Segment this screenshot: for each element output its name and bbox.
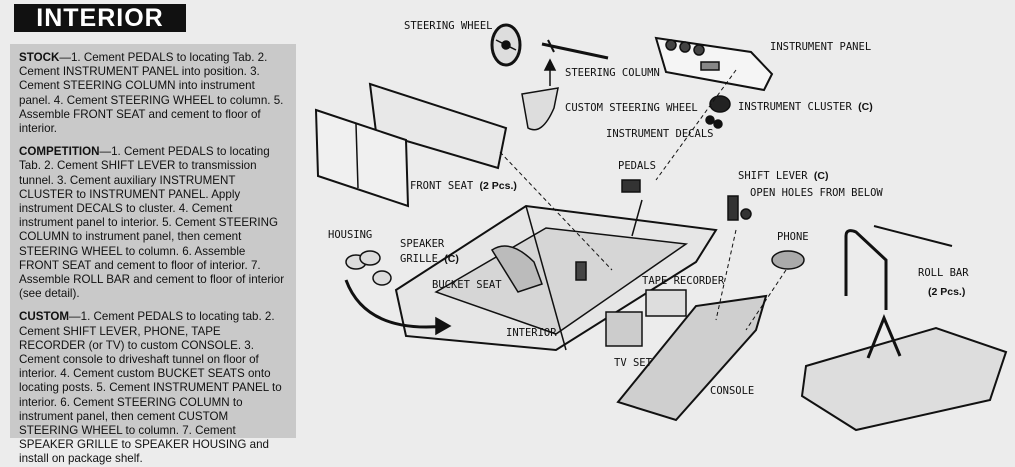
- label-pedals: PEDALS: [618, 160, 656, 172]
- diagram-drawing: [314, 23, 1008, 432]
- phone-part: [771, 250, 805, 270]
- stock-instructions: STOCK—1. Cement PEDALS to locating Tab. …: [19, 51, 288, 136]
- pedals-part: [621, 179, 641, 193]
- stock-heading: STOCK: [19, 51, 60, 64]
- shift-lever-code: (C): [813, 170, 829, 182]
- label-interior: INTERIOR: [506, 327, 557, 339]
- label-roll-bar-count: (2 Pcs.): [928, 286, 965, 298]
- shift-lever-text: SHIFT LEVER: [738, 170, 808, 182]
- steering-wheel-part: [490, 23, 522, 67]
- label-custom-steering-wheel: CUSTOM STEERING WHEEL: [565, 102, 698, 114]
- label-tv-set: TV SET: [614, 357, 652, 369]
- label-tape-recorder: TAPE RECORDER: [642, 275, 725, 287]
- label-steering-column: STEERING COLUMN: [565, 67, 660, 79]
- label-open-holes: OPEN HOLES FROM BELOW: [750, 187, 883, 199]
- custom-steering-wheel-part: [521, 87, 559, 131]
- label-instrument-decals: INSTRUMENT DECALS: [606, 128, 714, 140]
- label-housing: HOUSING: [328, 229, 373, 241]
- front-seat-part: [314, 82, 508, 208]
- label-grille: GRILLE (C): [400, 253, 459, 265]
- instrument-panel-part: [654, 36, 774, 92]
- front-seat-count: (2 Pcs.): [479, 180, 517, 192]
- grille-text: GRILLE: [400, 253, 438, 265]
- exploded-diagram: STEERING WHEEL INSTRUMENT PANEL STEERING…: [296, 0, 1015, 448]
- competition-text: —1. Cement PEDALS to locating Tab. 2. Ce…: [19, 145, 285, 301]
- instructions-panel: STOCK—1. Cement PEDALS to locating Tab. …: [10, 44, 296, 465]
- grille-code: (C): [444, 253, 459, 265]
- front-seat-text: FRONT SEAT: [410, 180, 474, 192]
- label-console: CONSOLE: [710, 385, 755, 397]
- label-speaker: SPEAKER: [400, 238, 445, 250]
- label-steering-wheel: STEERING WHEEL: [404, 20, 493, 32]
- label-bucket-seat: BUCKET SEAT: [432, 279, 502, 291]
- tv-set-part: [605, 311, 643, 347]
- speaker-housing-part: [345, 250, 392, 286]
- custom-text: —1. Cement PEDALS to locating tab. 2. Ce…: [19, 310, 282, 466]
- roll-bar-part: [844, 225, 953, 310]
- label-instrument-cluster: INSTRUMENT CLUSTER (C): [738, 101, 873, 113]
- label-phone: PHONE: [777, 231, 809, 243]
- bucket-seat-part: [490, 245, 543, 293]
- stock-text: —1. Cement PEDALS to locating Tab. 2. Ce…: [19, 51, 284, 136]
- label-front-seat: FRONT SEAT (2 Pcs.): [410, 180, 517, 192]
- custom-instructions: CUSTOM—1. Cement PEDALS to locating tab.…: [19, 310, 288, 466]
- section-title: INTERIOR: [14, 4, 186, 32]
- label-shift-lever: SHIFT LEVER (C): [738, 170, 828, 182]
- competition-instructions: COMPETITION—1. Cement PEDALS to locating…: [19, 145, 288, 301]
- instrument-cluster-code: (C): [858, 101, 873, 113]
- roll-bar-count: (2 Pcs.): [928, 286, 966, 298]
- instrument-cluster-text: INSTRUMENT CLUSTER: [738, 101, 852, 113]
- label-roll-bar: ROLL BAR: [918, 267, 969, 279]
- steering-column-part: [541, 39, 609, 60]
- shift-lever-part: [727, 195, 752, 221]
- interior-tub-part: [394, 204, 718, 352]
- instrument-cluster-part: [705, 95, 731, 129]
- tape-recorder-part: [645, 289, 687, 317]
- custom-heading: CUSTOM: [19, 310, 70, 324]
- assembled-interior-part: [800, 326, 1008, 432]
- competition-heading: COMPETITION: [19, 145, 100, 159]
- label-instrument-panel: INSTRUMENT PANEL: [770, 41, 872, 53]
- console-part: [616, 294, 768, 422]
